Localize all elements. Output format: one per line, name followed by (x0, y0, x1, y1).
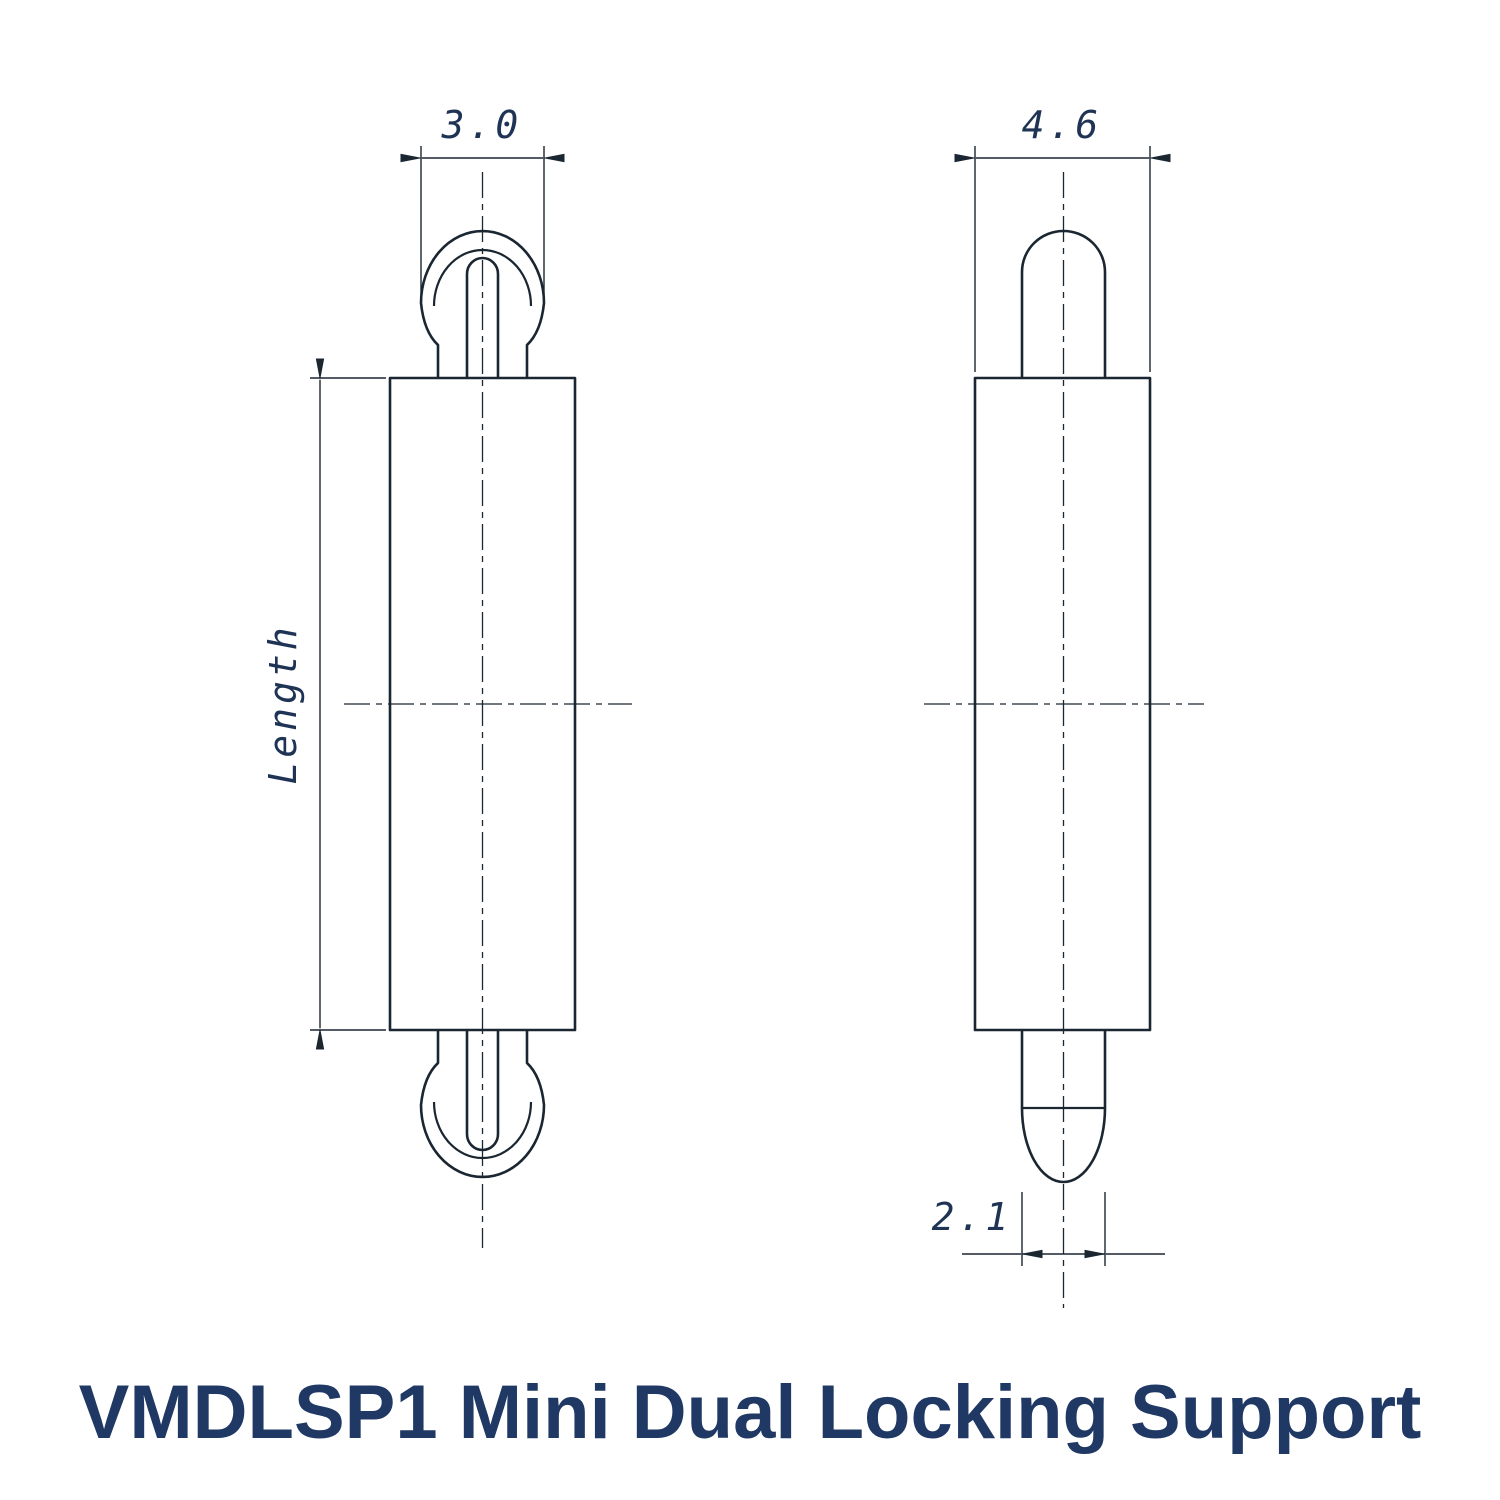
side-width-dimension: 4.6 (954, 103, 1171, 372)
front-length-dimension-label: Length (261, 623, 305, 784)
side-pin-dimension: 2.1 (932, 1192, 1165, 1266)
front-width-dimension: 3.0 (400, 103, 565, 294)
side-pin-dimension-label: 2.1 (932, 1195, 1013, 1239)
front-width-dimension-label: 3.0 (441, 103, 523, 147)
side-width-dimension-label: 4.6 (1022, 103, 1103, 147)
front-length-dimension: Length (261, 358, 386, 1050)
side-view: 4.6 2.1 (924, 103, 1204, 1308)
drawing-title: VMDLSP1 Mini Dual Locking Support (79, 1370, 1422, 1455)
front-view: 3.0 Length (261, 103, 632, 1248)
